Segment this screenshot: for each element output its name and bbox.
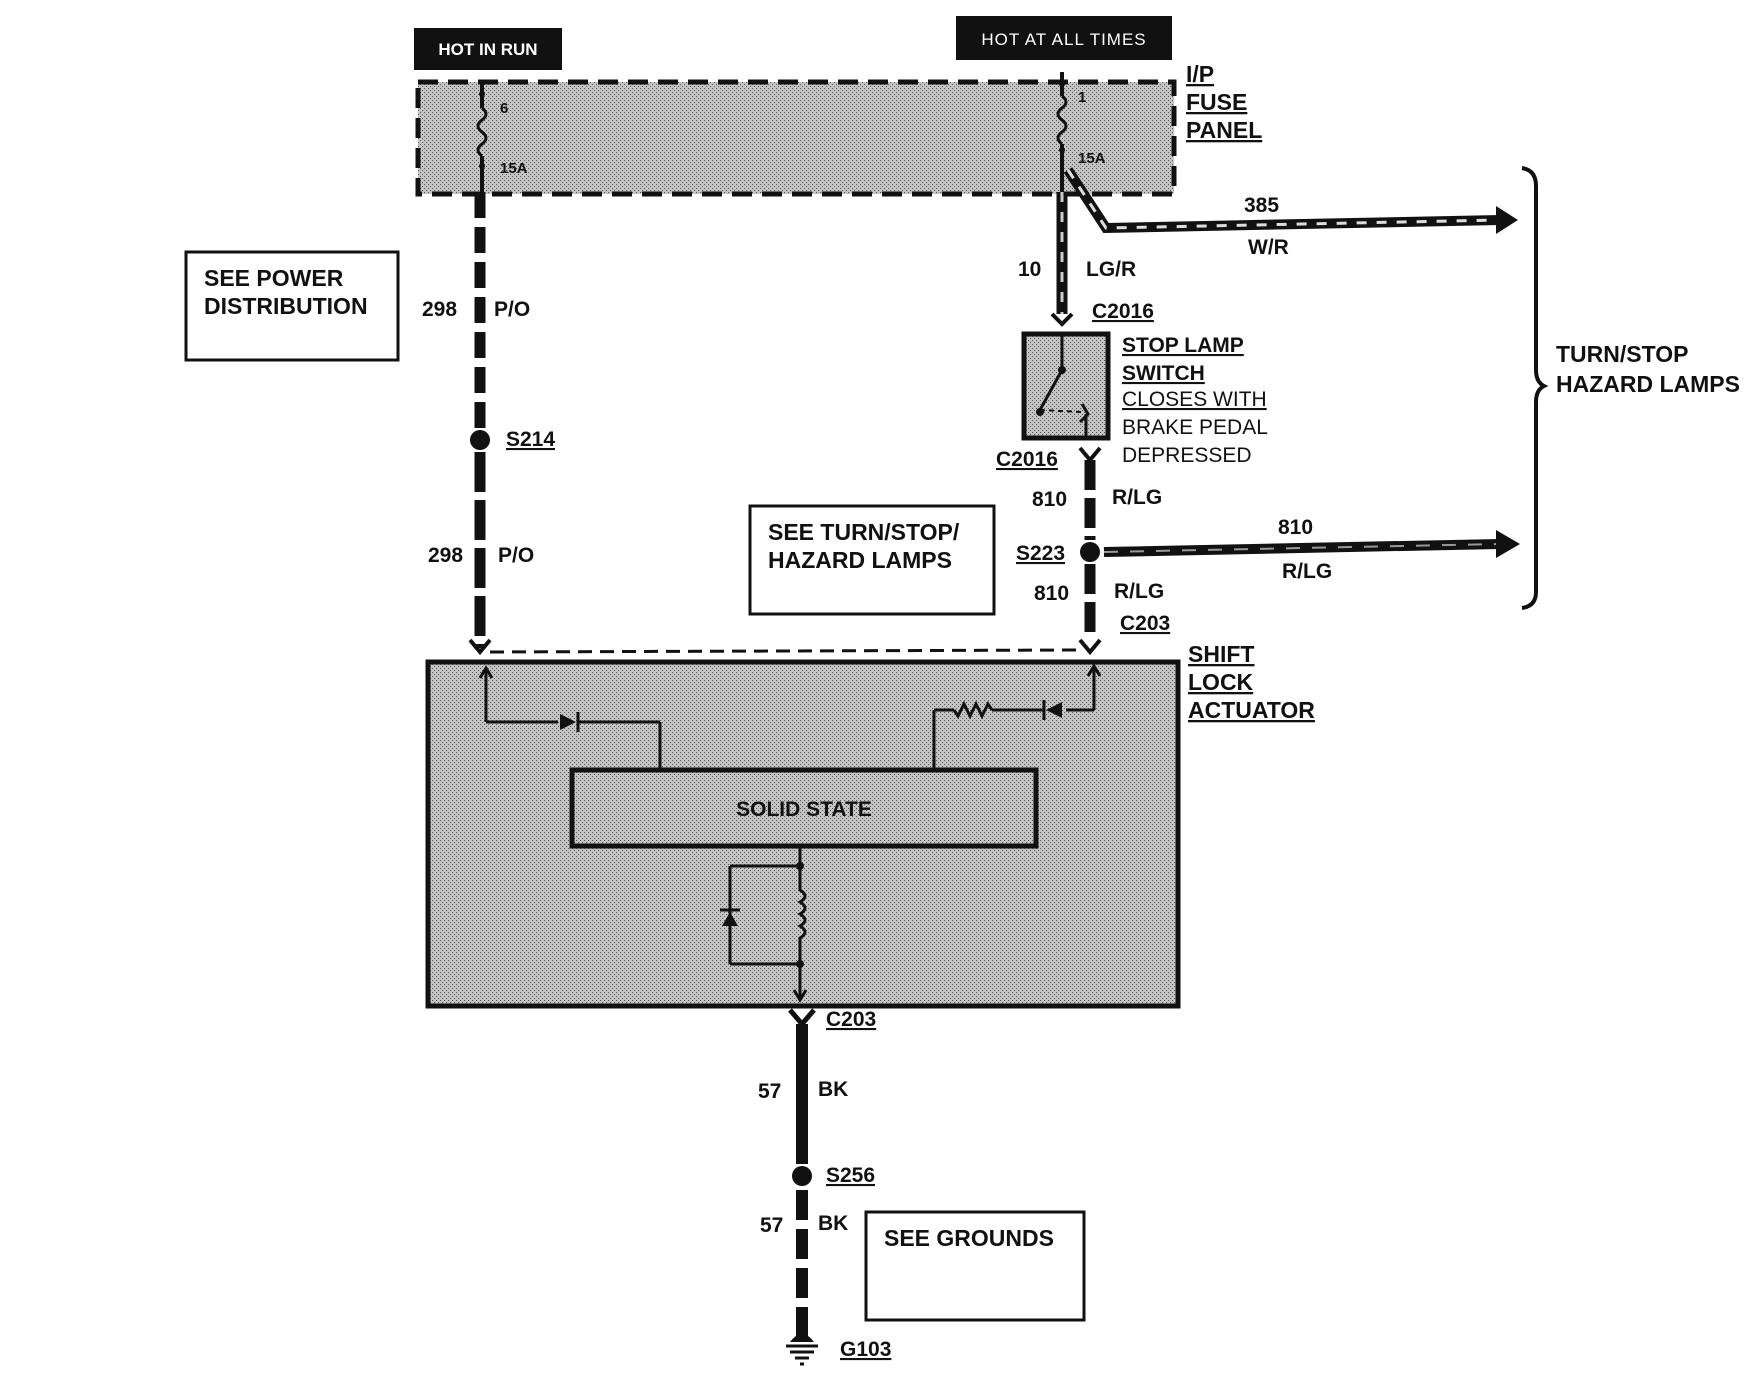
wire-10-number: 10 — [1018, 258, 1041, 281]
wire-298-number-lower: 298 — [428, 544, 463, 567]
turn-stop-bracket — [1521, 166, 1549, 610]
actuator-label-2: LOCK — [1188, 669, 1254, 695]
wire-810-arrow-icon — [1496, 530, 1520, 558]
hot-in-run-tag: HOT IN RUN — [414, 28, 562, 70]
bracket-label-1: TURN/STOP — [1556, 341, 1688, 367]
switch-label-4: BRAKE PEDAL — [1122, 416, 1268, 439]
s223-label: S223 — [1016, 542, 1065, 565]
switch-label-1: STOP LAMP — [1122, 334, 1244, 357]
s256-label: S256 — [826, 1164, 875, 1187]
wire-810-branch-color: R/LG — [1282, 560, 1332, 583]
actuator-label-1: SHIFT — [1188, 641, 1254, 667]
splice-s214 — [470, 430, 490, 450]
c203-top-label: C203 — [1120, 612, 1170, 635]
wire-385-arrow-icon — [1496, 206, 1518, 234]
c203-right-pin-icon — [1078, 638, 1102, 656]
see-turn-stop-hazard-note: SEE TURN/STOP/ HAZARD LAMPS — [748, 504, 996, 616]
svg-text:SEE TURN/STOP/: SEE TURN/STOP/ — [768, 519, 960, 545]
wire-385 — [1063, 167, 1518, 234]
stop-lamp-switch — [1021, 331, 1111, 441]
splice-s223 — [1080, 542, 1100, 562]
fuse-6-icon — [476, 84, 488, 192]
c2016-upper-label: C2016 — [1092, 300, 1154, 323]
fuse-1-icon — [1056, 72, 1068, 192]
fuse-left-rating: 15A — [500, 160, 528, 177]
fuse-panel-label-2: FUSE — [1186, 89, 1247, 115]
fuse-right-rating: 15A — [1078, 150, 1106, 167]
wire-810-branch-number: 810 — [1278, 516, 1313, 539]
solid-state-block — [569, 767, 1039, 849]
splice-s256 — [792, 1166, 812, 1186]
see-power-distribution-note: SEE POWER DISTRIBUTION — [184, 250, 400, 362]
svg-text:SEE POWER: SEE POWER — [204, 265, 344, 291]
c2016-upper-pin-icon — [1050, 312, 1074, 327]
svg-text:SEE GROUNDS: SEE GROUNDS — [884, 1225, 1054, 1251]
wire-385-number: 385 — [1244, 194, 1279, 217]
wire-810-branch — [1103, 530, 1520, 558]
s214-label: S214 — [506, 428, 555, 451]
shift-lock-actuator — [425, 659, 1181, 1009]
hot-at-all-times-tag: HOT AT ALL TIMES — [956, 16, 1172, 60]
wire-57-number-lower: 57 — [760, 1214, 783, 1237]
see-grounds-note: SEE GROUNDS — [864, 1210, 1086, 1322]
switch-label-3: CLOSES WITH — [1122, 388, 1267, 411]
svg-text:HAZARD LAMPS: HAZARD LAMPS — [768, 547, 952, 573]
actuator-label-3: ACTUATOR — [1188, 697, 1315, 723]
svg-text:HOT AT ALL TIMES: HOT AT ALL TIMES — [981, 30, 1146, 49]
c2016-lower-pin-icon — [1078, 446, 1102, 464]
wire-10-color: LG/R — [1086, 258, 1136, 281]
wire-385-color: W/R — [1248, 236, 1289, 259]
c203-bottom-label: C203 — [826, 1008, 876, 1031]
wire-810-number-upper: 810 — [1032, 488, 1067, 511]
wire-298-number-upper: 298 — [422, 298, 457, 321]
wire-57-color-lower: BK — [818, 1212, 848, 1235]
svg-text:HOT IN RUN: HOT IN RUN — [438, 40, 537, 59]
wire-810-color-upper: R/LG — [1112, 486, 1162, 509]
fuse-panel-label-3: PANEL — [1186, 117, 1262, 143]
fuse-right-number: 1 — [1078, 89, 1086, 106]
wire-810-color-lower: R/LG — [1114, 580, 1164, 603]
switch-label-5: DEPRESSED — [1122, 444, 1252, 467]
coil-icon — [797, 866, 807, 964]
c203-bottom-pin-icon — [788, 1008, 816, 1028]
wire-57-number-upper: 57 — [758, 1080, 781, 1103]
c2016-lower-label: C2016 — [996, 448, 1058, 471]
c203-connector-line — [489, 648, 1081, 654]
switch-label-2: SWITCH — [1122, 362, 1205, 385]
c203-left-pin-icon — [468, 638, 492, 656]
resistor-icon — [952, 700, 994, 720]
wire-298-color-lower: P/O — [498, 544, 534, 567]
bracket-label-2: HAZARD LAMPS — [1556, 371, 1740, 397]
diode-bottom-icon — [720, 908, 740, 926]
wire-298-color-upper: P/O — [494, 298, 530, 321]
wire-57-color-upper: BK — [818, 1078, 848, 1101]
svg-text:DISTRIBUTION: DISTRIBUTION — [204, 293, 368, 319]
g103-label: G103 — [840, 1338, 891, 1361]
fuse-panel: 6 15A 1 15A — [415, 72, 1177, 197]
fuse-panel-label-1: I/P — [1186, 61, 1214, 87]
fuse-left-number: 6 — [500, 100, 508, 117]
wire-810-number-lower: 810 — [1034, 582, 1069, 605]
ground-icon — [786, 1334, 818, 1366]
solid-state-label: SOLID STATE — [736, 798, 872, 821]
